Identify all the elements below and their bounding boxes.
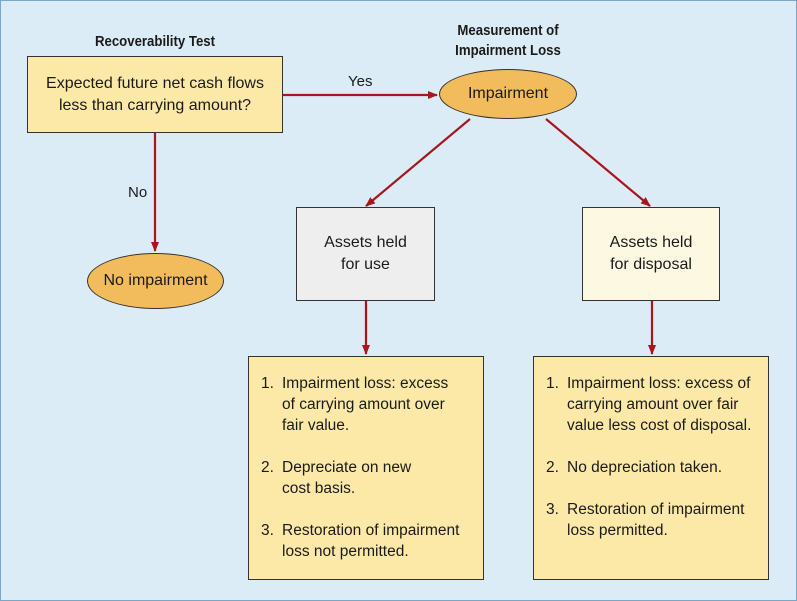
no-impairment-label: No impairment	[103, 272, 208, 289]
assets-held-for-disposal-label: Assets held for disposal	[609, 234, 693, 273]
no-impairment-oval: No impairment	[87, 253, 224, 309]
assets-held-for-use-box: Assets held for use	[296, 207, 435, 301]
impairment-oval: Impairment	[439, 69, 577, 119]
recoverability-question-text: Expected future net cash flows less than…	[46, 74, 264, 114]
list-item: 2. Depreciate on new cost basis.	[261, 459, 412, 497]
recoverability-question-box: Expected future net cash flows less than…	[27, 56, 283, 133]
arrow-to-held-for-disposal	[545, 118, 651, 207]
impairment-label: Impairment	[467, 85, 549, 102]
arrow-to-held-for-use	[365, 118, 471, 207]
list-item: 3. Restoration of impairment loss not pe…	[261, 522, 460, 560]
list-item: 3. Restoration of impairment loss permit…	[546, 501, 745, 539]
no-label: No	[128, 184, 148, 201]
assets-held-for-use-label: Assets held for use	[324, 234, 407, 273]
held-for-use-treatment-box: 1. Impairment loss: excess of carrying a…	[248, 356, 484, 580]
held-for-disposal-treatment-box: 1. Impairment loss: excess of carrying a…	[533, 356, 769, 580]
measurement-heading: Measurement of Impairment Loss	[455, 22, 561, 59]
yes-label: Yes	[348, 73, 373, 90]
list-item: 1. Impairment loss: excess of carrying a…	[546, 375, 752, 434]
list-item: 1. Impairment loss: excess of carrying a…	[261, 375, 449, 434]
recoverability-test-heading: Recoverability Test	[94, 33, 216, 50]
list-item: 2. No depreciation taken.	[546, 459, 723, 476]
assets-held-for-disposal-box: Assets held for disposal	[582, 207, 720, 301]
